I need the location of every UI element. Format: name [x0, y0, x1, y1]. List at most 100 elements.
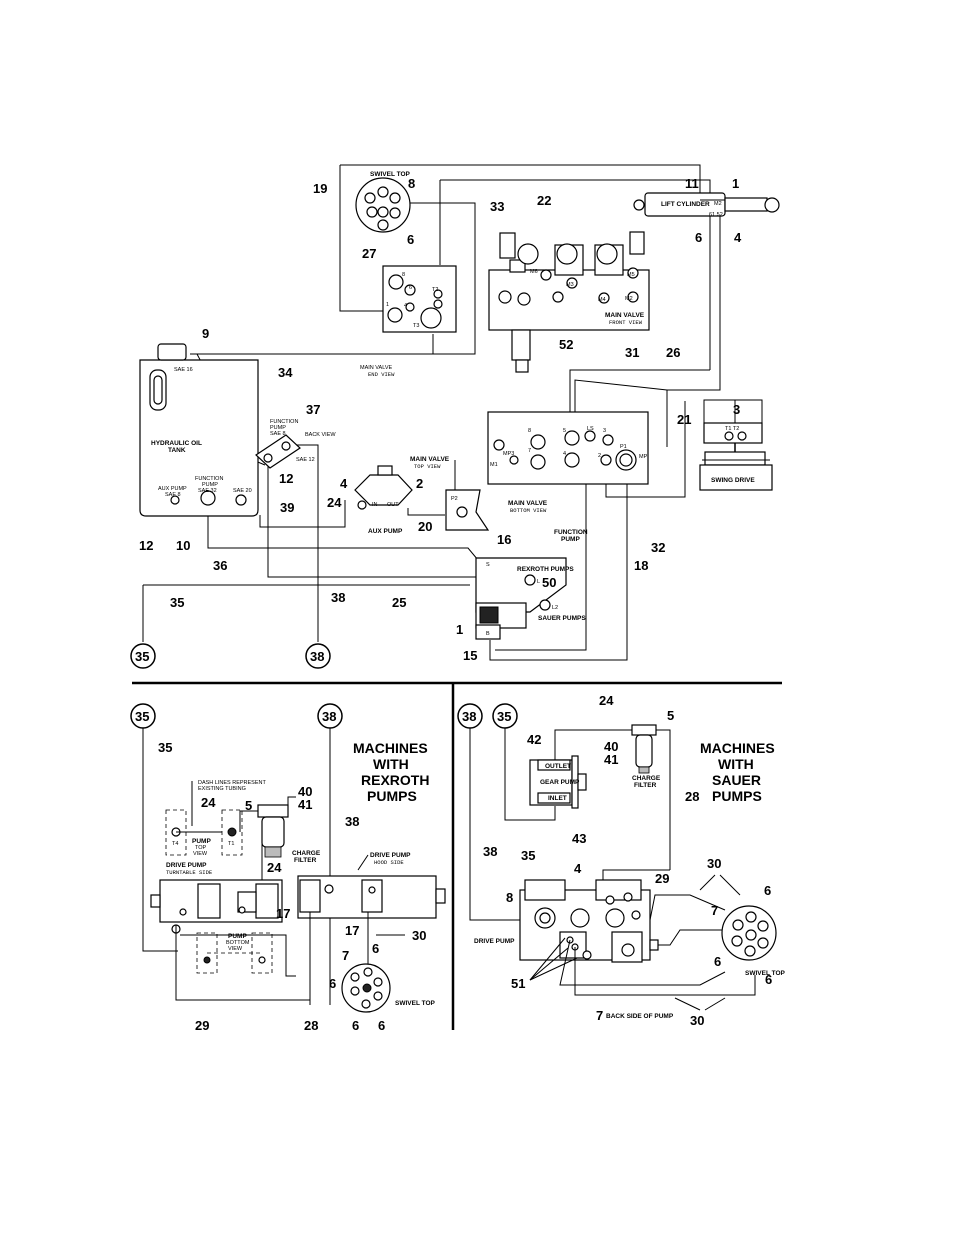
callout-18: 18: [634, 558, 648, 573]
function-pump-sae32-label-2: PUMP: [202, 482, 218, 488]
aux-in-label: IN: [372, 502, 378, 508]
svg-text:38: 38: [310, 649, 324, 664]
callouts-top: 19 8 33 22 11 1 6 4 6 27 9 52 31 26 34 3…: [139, 176, 742, 663]
callout-2: 2: [416, 476, 423, 491]
callout-4c: 4: [574, 861, 582, 876]
swing-drive: T1 T2 SWING DRIVE: [699, 422, 773, 491]
mv-port-4: 4: [563, 451, 566, 457]
aux-pump-sae8-label-2: SAE 8: [165, 492, 181, 498]
port-s-label: S: [486, 562, 490, 568]
back-view-label: BACK VIEW: [305, 432, 336, 438]
drive-pump-hood-1: DRIVE PUMP: [370, 852, 411, 859]
function-pump-label-1: FUNCTION: [554, 529, 588, 536]
dash-note-2: EXISTING TUBING: [198, 786, 246, 792]
callout-15: 15: [463, 648, 477, 663]
callout-9: 9: [202, 326, 209, 341]
callout-17b: 17: [345, 923, 359, 938]
callout-24c: 24: [267, 860, 282, 875]
callout-12a: 12: [279, 471, 293, 486]
callout-24a: 24: [327, 495, 342, 510]
swing-drive-label: SWING DRIVE: [711, 477, 755, 484]
sae12-label: SAE 12: [296, 457, 315, 463]
callout-7c: 7: [596, 1008, 603, 1023]
drive-pump-label: DRIVE PUMP: [474, 938, 515, 945]
gear-pump-label: GEAR PUMP: [540, 779, 580, 786]
rexroth-section: 35 38 MACHINES WITH REXROTH PUMPS 35 38 …: [130, 703, 446, 1033]
callout-29a: 29: [195, 1018, 209, 1033]
callout-39: 39: [280, 500, 294, 515]
main-valve-top-view: P2 MAIN VALVE TOP VIEW: [410, 456, 490, 531]
callout-40b: 40: [604, 739, 618, 754]
callout-51: 51: [511, 976, 525, 991]
port-l2-label: L2: [552, 605, 558, 611]
callout-35a: 35: [170, 595, 184, 610]
callout-3: 3: [733, 402, 740, 417]
function-pump-sae32-label-1: FUNCTION: [195, 476, 223, 482]
mv-port-mp: MP: [639, 454, 648, 460]
mv-port-m1: M1: [490, 462, 498, 468]
callout-43: 43: [572, 831, 586, 846]
main-valve-top-label-2: TOP VIEW: [414, 463, 441, 470]
callout-30b: 30: [707, 856, 721, 871]
sae16-label: SAE 16: [174, 367, 193, 373]
callout-6d: 6: [329, 976, 336, 991]
callout-6c: 6: [372, 941, 379, 956]
svg-text:M4: M4: [598, 297, 606, 303]
callout-16: 16: [497, 532, 511, 547]
pump-bottom-view-2: BOTTOM: [226, 940, 250, 946]
callout-25: 25: [392, 595, 406, 610]
front-view-label: FRONT VIEW: [609, 319, 643, 326]
lift-cylinder-label: LIFT CYLINDER: [661, 201, 710, 208]
connector-circle-35-top: 35: [130, 643, 156, 669]
aux-out-label: OUT: [387, 502, 399, 508]
swivel-top-sauer-label: SWIVEL TOP: [745, 970, 786, 977]
callout-33: 33: [490, 199, 504, 214]
callout-24d: 24: [599, 693, 614, 708]
callout-6e: 6: [352, 1018, 359, 1033]
callout-21: 21: [677, 412, 691, 427]
connector-circle-38-top: 38: [305, 643, 331, 669]
callout-28a: 28: [304, 1018, 318, 1033]
lift-cylinder: LIFT CYLINDER M2 61 52: [633, 192, 780, 218]
svg-text:M6: M6: [530, 269, 538, 275]
callout-28b: 28: [685, 789, 699, 804]
callout-42: 42: [527, 732, 541, 747]
mv-port-3: 3: [603, 428, 606, 434]
pt-tx-label: T4: [172, 841, 178, 847]
callout-30c: 30: [690, 1013, 704, 1028]
outlet-label: OUTLET: [545, 763, 571, 770]
pump-bottom-view-3: VIEW: [228, 946, 243, 952]
main-valve-top-label-1: MAIN VALVE: [410, 456, 450, 463]
callout-1a: 1: [732, 176, 739, 191]
port-l-label: L: [537, 579, 540, 585]
callout-7b: 7: [711, 903, 718, 918]
callout-19: 19: [313, 181, 327, 196]
callout-4a: 4: [734, 230, 742, 245]
callout-8: 8: [408, 176, 415, 191]
drive-pump-turntable-1: DRIVE PUMP: [166, 862, 207, 869]
svg-text:M5: M5: [627, 272, 635, 278]
callout-5a: 5: [245, 798, 252, 813]
callout-20: 20: [418, 519, 432, 534]
tank-label-2: TANK: [168, 447, 186, 454]
sauer-heading-2: WITH: [718, 756, 754, 772]
p2-label: P2: [451, 496, 458, 502]
swivel-top-upper: SWIVEL TOP: [355, 171, 411, 233]
callout-35b: 35: [158, 740, 172, 755]
callout-50: 50: [542, 575, 556, 590]
mv-port-p1: P1: [620, 444, 627, 450]
callout-6a: 6: [695, 230, 702, 245]
aux-pump-label: AUX PUMP: [368, 528, 403, 535]
sauer-pumps-label: SAUER PUMPS: [538, 615, 586, 622]
port-labels: M6 M5 M4 M3 M2 8 6 T2 T3 1 4: [386, 269, 635, 329]
callout-41a: 41: [298, 797, 312, 812]
hydraulic-oil-tank: HYDRAULIC OIL TANK SAE 16 AUX PUMP SAE 8…: [139, 343, 259, 517]
cyl-port-m2: M2: [714, 201, 722, 207]
callout-8b: 8: [506, 890, 513, 905]
callout-26: 26: [666, 345, 680, 360]
svg-text:M3: M3: [566, 282, 574, 288]
callout-38b: 38: [345, 814, 359, 829]
aux-pump: AUX PUMP IN OUT: [354, 465, 413, 535]
svg-text:38: 38: [322, 709, 336, 724]
svg-text:4: 4: [404, 303, 407, 309]
